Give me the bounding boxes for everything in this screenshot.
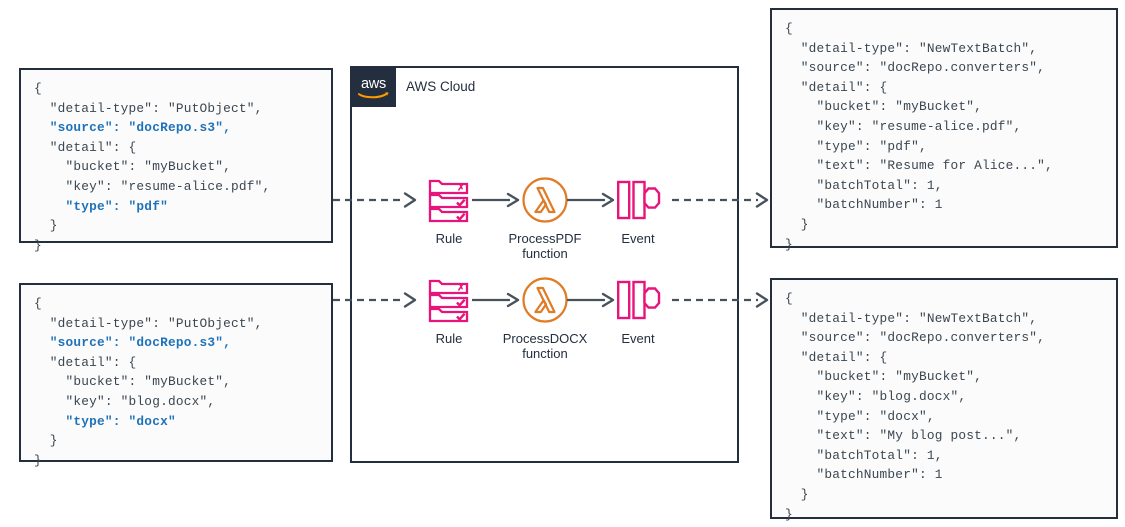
node-label: Event	[621, 231, 655, 246]
node-label: ProcessPDF function	[508, 231, 582, 261]
connector-lambda-to-event-pdf	[565, 190, 620, 210]
connector-rule-to-lambda-docx	[470, 290, 525, 310]
json-line: {	[34, 296, 42, 311]
json-line: "bucket": "myBucket",	[785, 369, 982, 385]
json-line: "detail-type": "NewTextBatch",	[785, 40, 1038, 56]
output-event-pdf-box: { "detail-type": "NewTextBatch", "source…	[770, 8, 1118, 252]
node-lambda-processdocx[interactable]: ProcessDOCX function	[497, 276, 593, 361]
json-line: "text": "Resume for Alice...",	[785, 158, 1053, 174]
node-label: Event	[621, 331, 655, 346]
node-rule-pdf[interactable]: ✗ Rule	[401, 176, 497, 246]
json-line: "type": "docx",	[785, 408, 935, 424]
json-line: "detail-type": "NewTextBatch",	[785, 310, 1038, 326]
aws-lambda-icon	[497, 276, 593, 324]
eventbridge-event-icon	[590, 176, 686, 224]
connector-rule-to-lambda-pdf	[470, 190, 525, 210]
json-line: "key": "blog.docx",	[785, 388, 967, 404]
node-label: Rule	[435, 231, 463, 246]
json-line: "source": "docRepo.converters",	[785, 330, 1046, 346]
json-line: "bucket": "myBucket",	[785, 99, 982, 115]
json-line: "type": "pdf"	[34, 198, 168, 214]
json-line: "key": "blog.docx",	[34, 393, 216, 409]
svg-text:✗: ✗	[457, 183, 465, 193]
node-rule-docx[interactable]: ✗ Rule	[401, 276, 497, 346]
json-line: "source": "docRepo.s3",	[34, 335, 231, 351]
json-line: }	[34, 218, 58, 234]
json-line: }	[34, 237, 42, 253]
json-line: "bucket": "myBucket",	[34, 159, 231, 175]
json-line: }	[785, 506, 793, 522]
json-line: }	[34, 433, 58, 449]
json-line: {	[785, 21, 793, 36]
input-event-pdf-box: { "detail-type": "PutObject", "source": …	[19, 68, 333, 253]
json-line: "key": "resume-alice.pdf",	[785, 118, 1022, 134]
node-label: ProcessDOCX function	[502, 331, 588, 361]
json-line: }	[785, 216, 809, 232]
svg-text:✗: ✗	[457, 283, 465, 293]
json-line: "key": "resume-alice.pdf",	[34, 178, 271, 194]
node-event-docx[interactable]: Event	[590, 276, 686, 346]
json-line: "bucket": "myBucket",	[34, 374, 231, 390]
json-line: "detail": {	[34, 354, 137, 370]
aws-cloud-label: AWS Cloud	[406, 79, 476, 94]
eventbridge-rule-icon: ✗	[401, 176, 497, 224]
json-line: "batchNumber": 1	[785, 467, 943, 483]
input-event-docx-box: { "detail-type": "PutObject", "source": …	[19, 283, 333, 468]
connector-input-pdf-to-rule	[333, 190, 423, 210]
json-line: }	[785, 486, 809, 502]
json-line: "detail-type": "PutObject",	[34, 100, 263, 116]
json-line: "type": "pdf",	[785, 138, 927, 154]
json-line: "detail": {	[785, 79, 888, 95]
json-line: "detail": {	[34, 139, 137, 155]
json-line: {	[34, 81, 42, 96]
json-line: "detail-type": "PutObject",	[34, 315, 263, 331]
connector-input-docx-to-rule	[333, 290, 423, 310]
json-line: "text": "My blog post...",	[785, 428, 1022, 444]
aws-logo-icon: aws	[351, 67, 396, 107]
node-label: Rule	[435, 331, 463, 346]
json-line: "detail": {	[785, 349, 888, 365]
aws-lambda-icon	[497, 176, 593, 224]
json-line: "source": "docRepo.s3",	[34, 120, 231, 136]
json-line: "batchTotal": 1,	[785, 447, 943, 463]
node-event-pdf[interactable]: Event	[590, 176, 686, 246]
json-line: "batchNumber": 1	[785, 197, 943, 213]
json-line: "source": "docRepo.converters",	[785, 60, 1046, 76]
node-lambda-processpdf[interactable]: ProcessPDF function	[497, 176, 593, 261]
output-event-docx-box: { "detail-type": "NewTextBatch", "source…	[770, 278, 1118, 522]
svg-text:aws: aws	[361, 76, 386, 92]
json-line: {	[785, 291, 793, 306]
json-line: "type": "docx"	[34, 413, 176, 429]
eventbridge-rule-icon: ✗	[401, 276, 497, 324]
connector-lambda-to-event-docx	[565, 290, 620, 310]
json-line: "batchTotal": 1,	[785, 177, 943, 193]
json-line: }	[34, 452, 42, 468]
json-line: }	[785, 236, 793, 252]
connector-event-docx-to-output	[672, 290, 772, 310]
aws-cloud-boundary	[350, 66, 739, 463]
eventbridge-event-icon	[590, 276, 686, 324]
connector-event-pdf-to-output	[672, 190, 772, 210]
